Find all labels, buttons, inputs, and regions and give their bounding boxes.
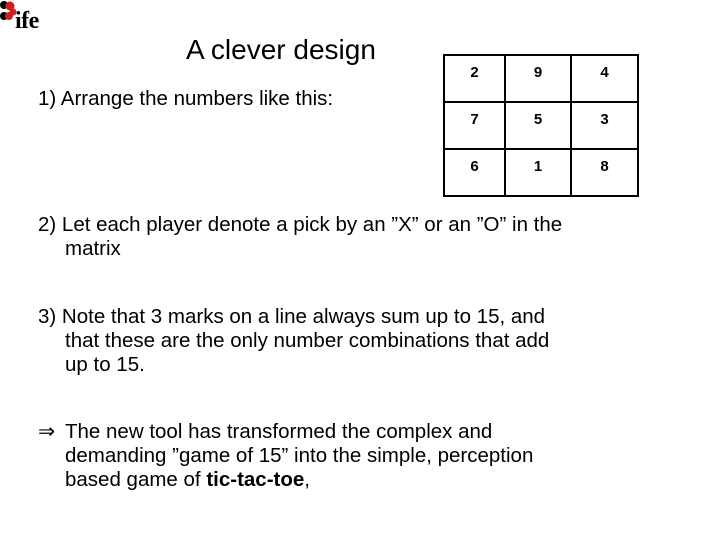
grid-cell: 4 xyxy=(570,54,639,103)
implies-arrow-icon: ⇒ xyxy=(38,420,56,443)
grid-row: 7 5 3 xyxy=(443,101,639,150)
magic-square-grid: 2 9 4 7 5 3 6 1 8 xyxy=(443,54,639,197)
grid-cell: 8 xyxy=(570,148,639,197)
tic-tac-toe-emphasis: tic-tac-toe xyxy=(206,468,305,491)
grid-cell: 6 xyxy=(443,148,506,197)
point-2: 2) Let each player denote a pick by an ”… xyxy=(38,213,562,261)
slide-title: A clever design xyxy=(186,34,376,65)
cell-value: 2 xyxy=(470,64,479,81)
point-2-line-2: matrix xyxy=(65,237,121,260)
grid-row: 2 9 4 xyxy=(443,54,639,103)
cell-value: 3 xyxy=(600,111,609,128)
grid-cell: 9 xyxy=(504,54,572,103)
conclusion-line-2: demanding ”game of 15” into the simple, … xyxy=(65,444,534,467)
conclusion-line-3-suffix: , xyxy=(304,468,310,491)
cell-value: 4 xyxy=(600,64,609,81)
conclusion-line-3: based game of tic-tac-toe, xyxy=(38,468,533,492)
point-3-line-1: 3) Note that 3 marks on a line always su… xyxy=(38,305,546,328)
cell-value: 8 xyxy=(600,158,609,175)
molecule-dots-icon xyxy=(0,1,17,20)
point-conclusion: ⇒ The new tool has transformed the comple… xyxy=(38,420,533,492)
cell-value: 6 xyxy=(470,158,479,175)
ife-logo: ife xyxy=(0,0,60,36)
grid-cell: 7 xyxy=(443,101,506,150)
logo-text: ife xyxy=(15,8,39,34)
grid-cell: 5 xyxy=(504,101,572,150)
point-3: 3) Note that 3 marks on a line always su… xyxy=(38,305,549,377)
grid-cell: 3 xyxy=(570,101,639,150)
cell-value: 5 xyxy=(533,111,543,128)
point-2-line-1: 2) Let each player denote a pick by an ”… xyxy=(38,213,563,236)
point-1-line-1: 1) Arrange the numbers like this: xyxy=(38,87,334,110)
point-3-line-3: up to 15. xyxy=(65,353,145,376)
point-1: 1) Arrange the numbers like this: xyxy=(38,87,333,111)
cell-value: 1 xyxy=(533,158,543,175)
grid-cell: 2 xyxy=(443,54,506,103)
cell-value: 9 xyxy=(533,64,543,81)
grid-cell: 1 xyxy=(504,148,572,197)
conclusion-line-3-prefix: based game of xyxy=(65,468,207,491)
cell-value: 7 xyxy=(470,111,479,128)
conclusion-line-1: The new tool has transformed the complex… xyxy=(65,420,493,443)
grid-row: 6 1 8 xyxy=(443,148,639,197)
point-3-line-2: that these are the only number combinati… xyxy=(65,329,550,352)
